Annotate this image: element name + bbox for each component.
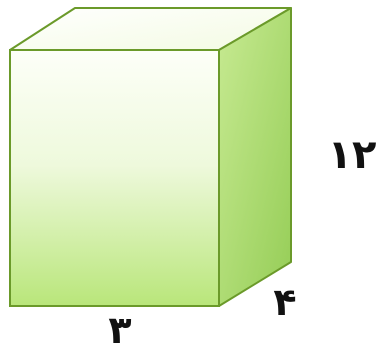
prism-front-face: [9, 49, 220, 307]
height-label: ۱۲: [328, 132, 377, 178]
depth-label: ۴: [273, 280, 296, 324]
prism-side-face: [218, 7, 292, 307]
width-label: ۳: [108, 308, 131, 347]
